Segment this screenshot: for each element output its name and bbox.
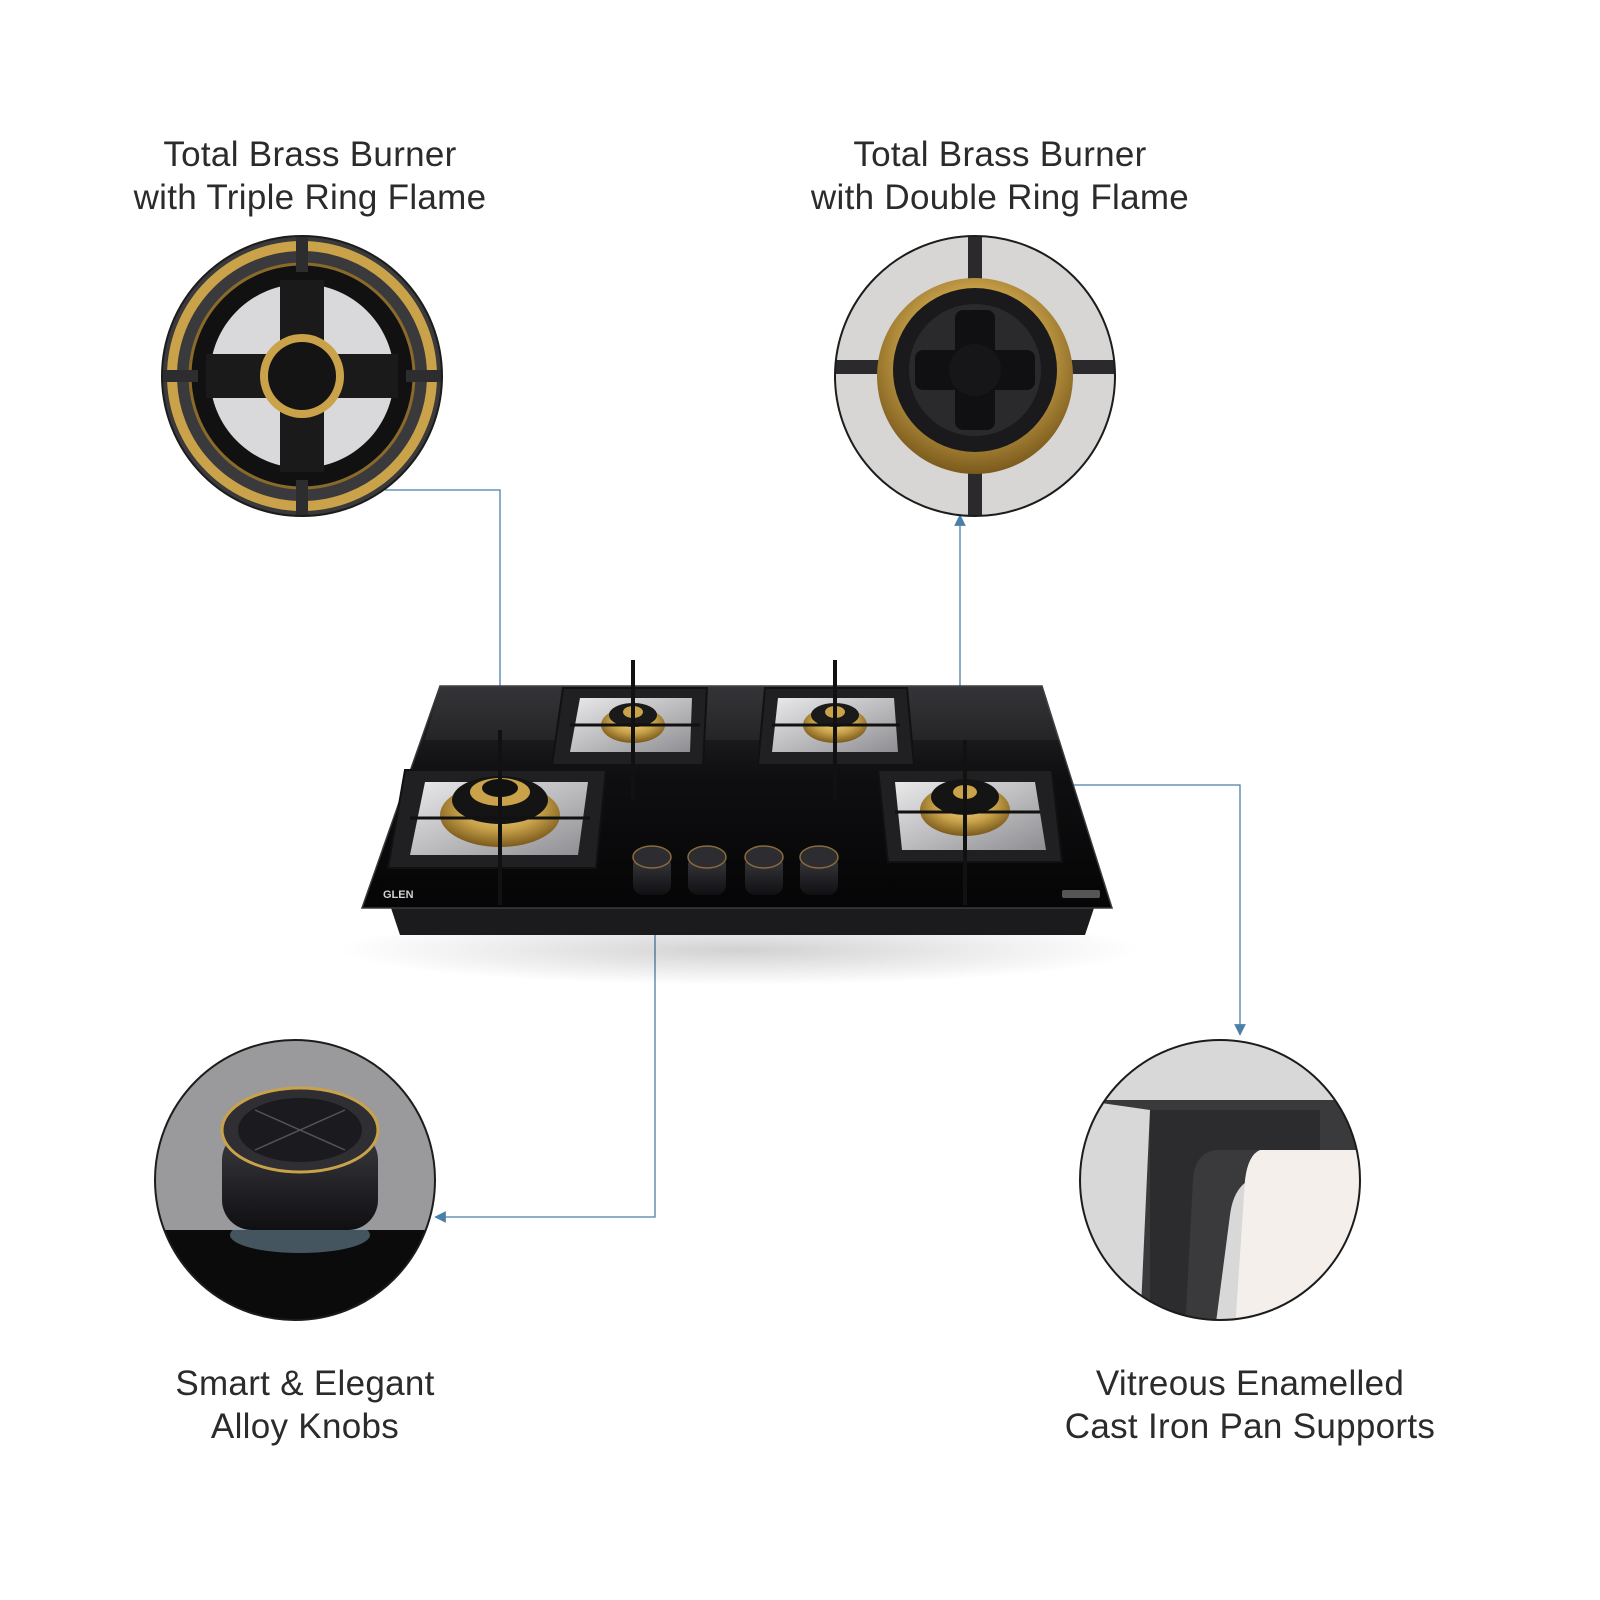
caption-alloy-knobs: Smart & Elegant Alloy Knobs <box>45 1362 565 1448</box>
burner-front-left-triple <box>386 730 608 905</box>
caption-line-2: Alloy Knobs <box>210 1407 400 1446</box>
detail-triple-ring-burner <box>161 235 443 517</box>
burner-front-right <box>876 740 1064 905</box>
leader-line-triple <box>385 489 506 776</box>
leader-line-knobs <box>434 880 656 1223</box>
caption-line-1: Smart & Elegant <box>175 1364 435 1403</box>
detail-pan-support <box>1079 1039 1361 1321</box>
cert-mark <box>1062 890 1100 898</box>
caption-line-1: Total Brass Burner <box>163 135 457 174</box>
caption-line-1: Vitreous Enamelled <box>1095 1364 1405 1403</box>
caption-double-ring-burner: Total Brass Burner with Double Ring Flam… <box>740 133 1260 219</box>
knob-2 <box>687 845 727 895</box>
caption-pan-supports: Vitreous Enamelled Cast Iron Pan Support… <box>990 1362 1510 1448</box>
knob-3 <box>744 845 784 895</box>
knob-1 <box>632 845 672 895</box>
burner-back-right <box>756 660 916 800</box>
caption-line-1: Total Brass Burner <box>853 135 1147 174</box>
burner-back-left <box>550 660 709 800</box>
leader-line-support <box>1035 784 1246 1036</box>
caption-line-2: Cast Iron Pan Supports <box>1064 1407 1436 1446</box>
caption-triple-ring-burner: Total Brass Burner with Triple Ring Flam… <box>50 133 570 219</box>
caption-line-2: with Double Ring Flame <box>810 178 1190 217</box>
caption-line-2: with Triple Ring Flame <box>133 178 487 217</box>
brand-mark: GLEN <box>383 889 414 901</box>
control-knobs <box>632 845 839 895</box>
gas-hob: GLEN <box>340 660 1140 985</box>
hob-base <box>390 905 1095 935</box>
detail-alloy-knob <box>154 1039 436 1321</box>
knob-4 <box>799 845 839 895</box>
detail-double-ring-burner <box>834 235 1116 517</box>
